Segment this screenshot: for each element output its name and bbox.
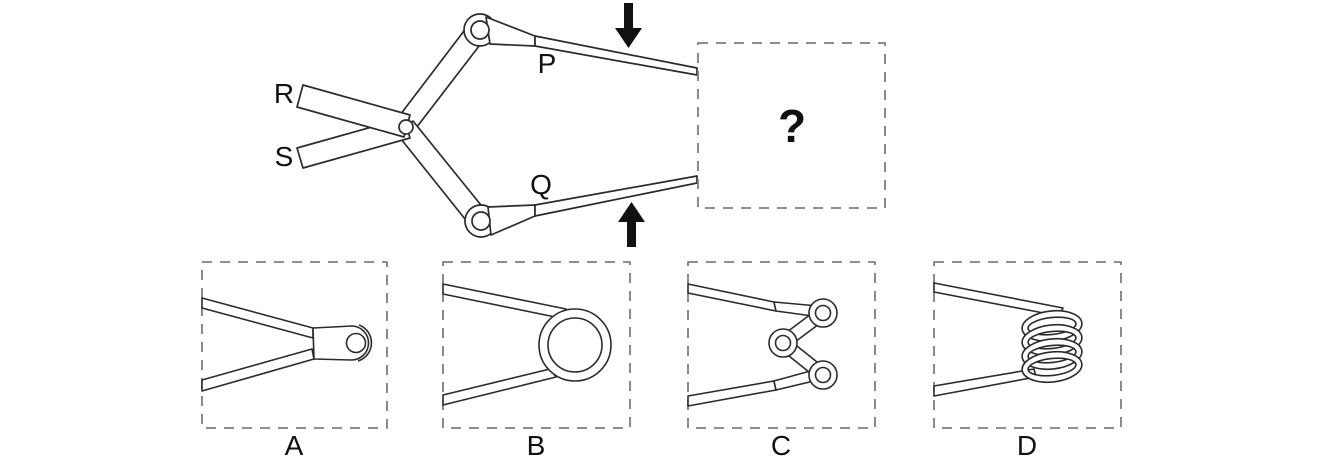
d-coil-3: [1021, 337, 1083, 371]
bottom-joint-hole: [471, 211, 491, 231]
option-b-choice[interactable]: [443, 262, 630, 428]
c-bottom-pin-hole: [814, 366, 832, 384]
c-top-pin-hole: [814, 304, 832, 322]
option-drawing-c: [687, 261, 876, 429]
bar-p-neck: [485, 16, 536, 47]
question-mark: ?: [777, 100, 807, 152]
arrow-up-icon: [618, 202, 645, 247]
top-joint-hole: [470, 20, 490, 40]
label-handle-s: S: [274, 141, 294, 172]
option-c-choice[interactable]: [688, 262, 875, 428]
option-label-c: C: [770, 430, 792, 461]
option-box-d: [933, 261, 1122, 429]
bar-p: [534, 35, 698, 76]
d-bottom-bar: [933, 368, 1037, 397]
option-label-d: D: [1016, 430, 1038, 461]
handle-r: [296, 84, 411, 138]
question-box: [697, 42, 886, 209]
b-bottom-bar: [442, 368, 557, 406]
option-drawing-d: [933, 261, 1122, 429]
label-bar-p: P: [537, 48, 557, 79]
option-box-c: [687, 261, 876, 429]
option-d-choice[interactable]: [934, 262, 1121, 428]
bar-q-neck: [487, 204, 536, 236]
option-label-b: B: [526, 430, 546, 461]
option-drawing-a: [201, 261, 388, 429]
c-middle-pin-hole: [774, 334, 792, 352]
label-bar-q: Q: [530, 169, 552, 200]
option-box-a: [201, 261, 388, 429]
option-a-choice[interactable]: [202, 262, 387, 428]
option-drawing-b: [442, 261, 631, 429]
bar-q: [534, 175, 698, 217]
label-handle-r: R: [273, 78, 295, 109]
a-head-outer-rim: [357, 324, 373, 362]
b-loop: [538, 308, 612, 382]
option-label-a: A: [284, 430, 304, 461]
d-coil-4: [1021, 350, 1083, 384]
central-pivot: [398, 119, 414, 135]
arrow-down-icon: [615, 3, 642, 48]
linkage-mechanism: [296, 13, 698, 238]
option-box-b: [442, 261, 631, 429]
a-pin-hole: [345, 332, 367, 354]
